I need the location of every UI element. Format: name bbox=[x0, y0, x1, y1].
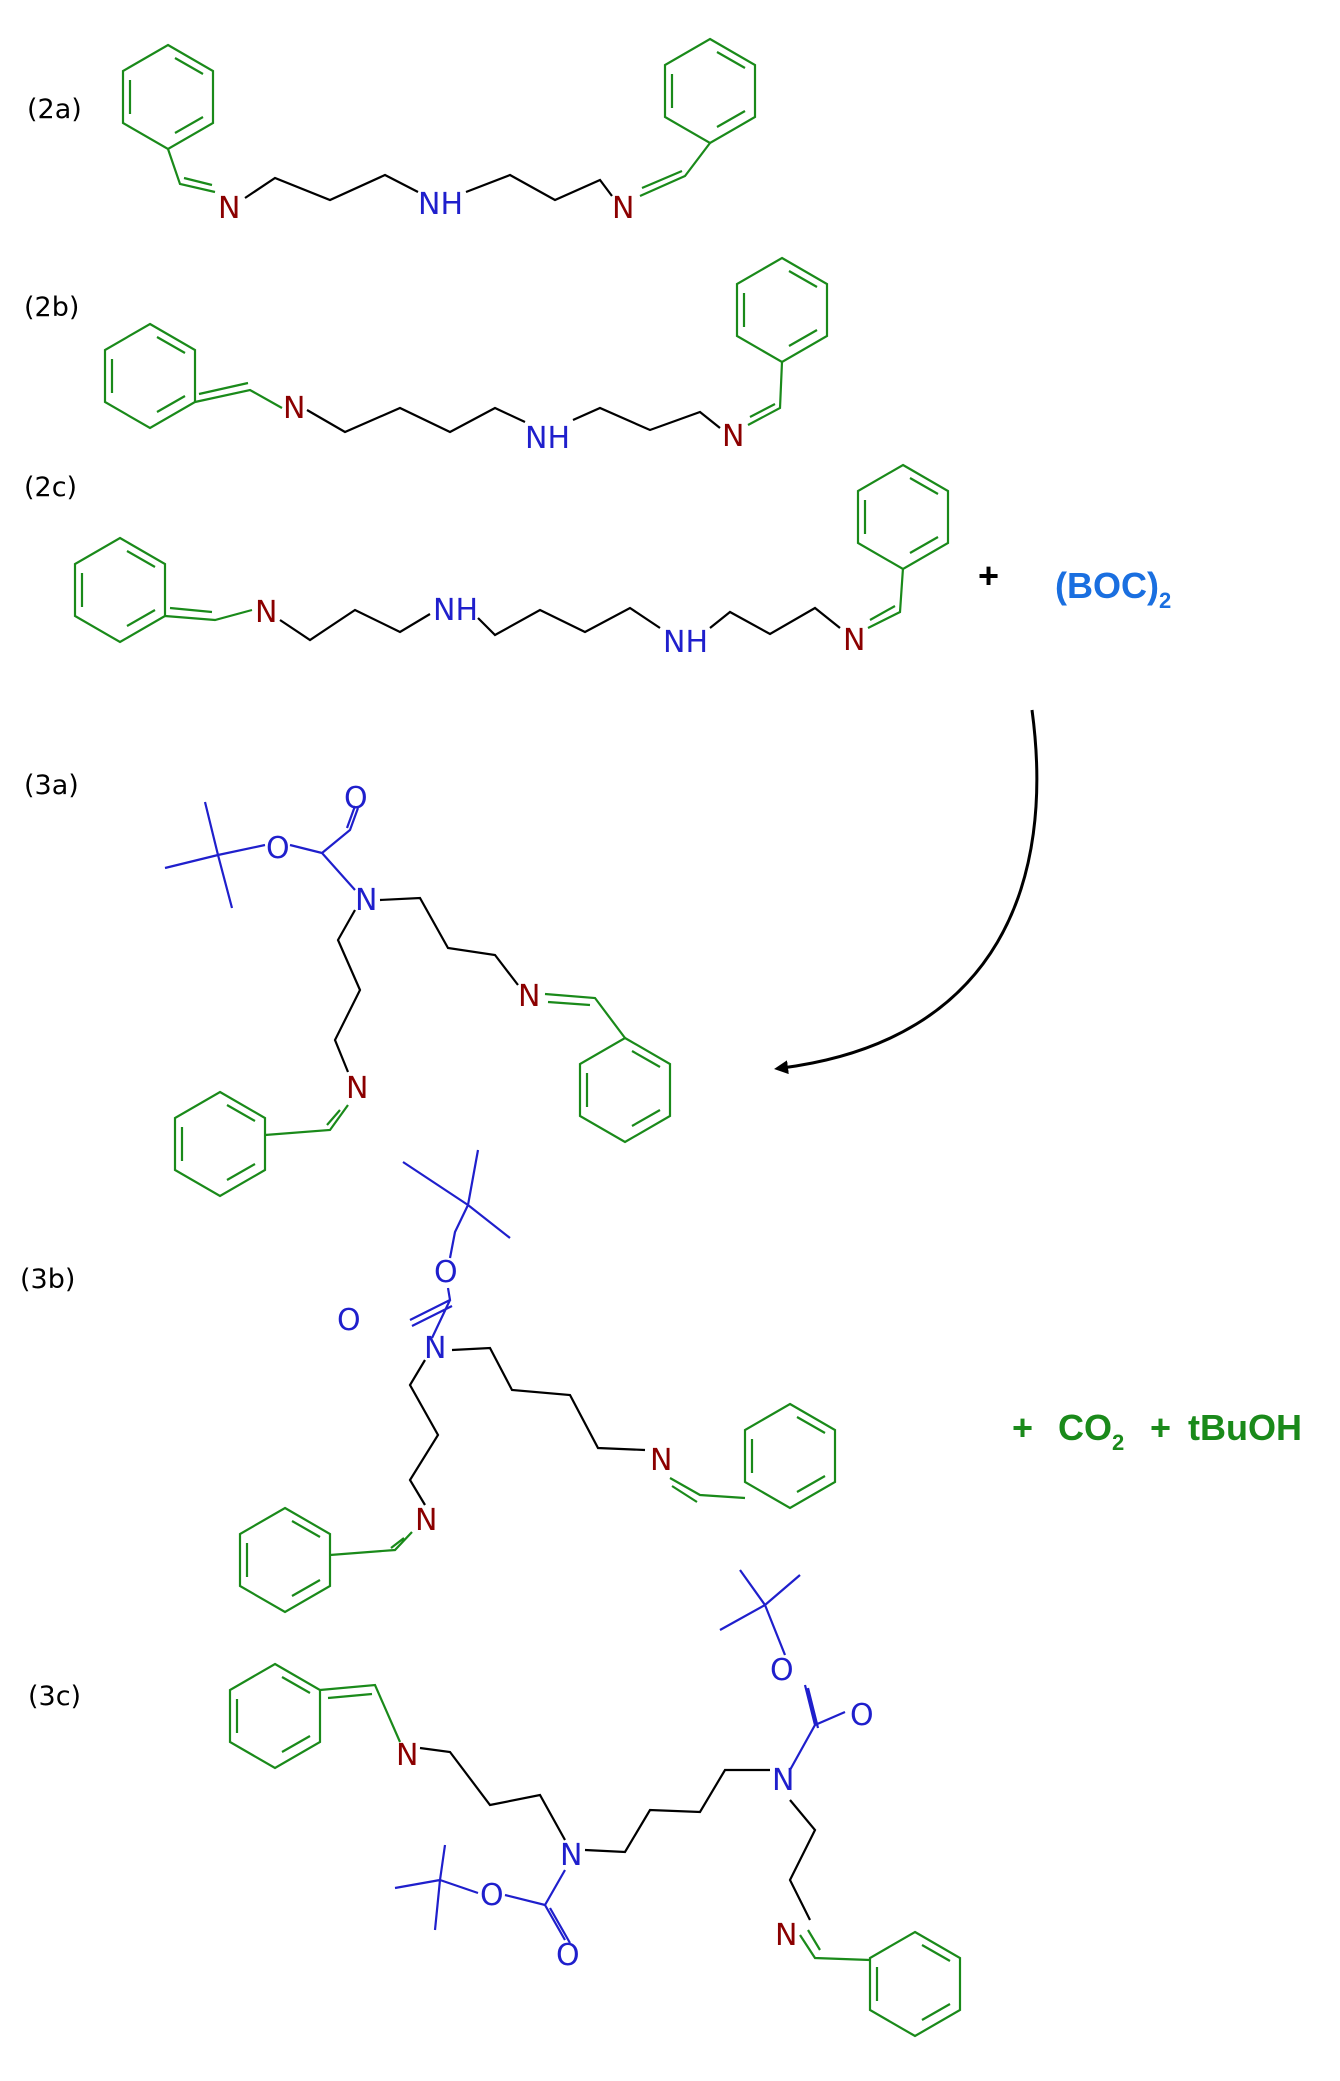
carbamate-n: N bbox=[355, 883, 377, 918]
imine-n: N bbox=[722, 419, 744, 454]
co2-label: CO2 bbox=[1058, 1407, 1124, 1455]
phenyl-ring bbox=[735, 256, 829, 364]
carbamate-n: N bbox=[560, 1838, 582, 1873]
amine-nh: NH bbox=[525, 421, 570, 456]
imine-n: N bbox=[775, 1918, 797, 1953]
ester-o: O bbox=[480, 1878, 504, 1913]
phenyl-ring bbox=[173, 1090, 267, 1198]
imine-n: N bbox=[218, 191, 240, 226]
molecule-3c: N N N N O O O O bbox=[228, 1569, 962, 2038]
plus-sign: + bbox=[978, 555, 999, 596]
imine-n: N bbox=[612, 191, 634, 226]
label-3c: (3c) bbox=[28, 1681, 81, 1712]
molecule-2a: N NH N bbox=[121, 37, 757, 226]
label-2c: (2c) bbox=[24, 472, 77, 503]
label-3a: (3a) bbox=[24, 770, 79, 801]
carbonyl-o: O bbox=[344, 781, 368, 816]
phenyl-ring bbox=[121, 43, 215, 151]
amine-nh: NH bbox=[663, 625, 708, 660]
ester-o: O bbox=[434, 1255, 458, 1290]
molecule-2b: N NH N bbox=[103, 256, 829, 456]
phenyl-ring bbox=[238, 1506, 332, 1614]
carbonyl-o: O bbox=[556, 1938, 580, 1973]
carbonyl-o: O bbox=[850, 1698, 874, 1733]
tbuoh-label: tBuOH bbox=[1188, 1407, 1302, 1448]
phenyl-ring bbox=[73, 536, 167, 644]
reaction-arrow bbox=[774, 709, 1039, 1075]
phenyl-ring bbox=[868, 1930, 962, 2038]
carbonyl-o: O bbox=[337, 1303, 361, 1338]
phenyl-ring bbox=[856, 463, 950, 571]
ester-o: O bbox=[770, 1653, 794, 1688]
molecule-2c: N NH NH N bbox=[73, 463, 950, 660]
phenyl-ring bbox=[103, 322, 197, 430]
byproduct-plus: + bbox=[1150, 1407, 1171, 1448]
ester-o: O bbox=[266, 831, 290, 866]
phenyl-ring bbox=[578, 1036, 672, 1144]
molecule-3a: O O N N N bbox=[164, 781, 672, 1198]
phenyl-ring bbox=[228, 1662, 322, 1770]
imine-n: N bbox=[283, 391, 305, 426]
molecule-3b: O O N N N bbox=[238, 1149, 837, 1614]
amine-nh: NH bbox=[418, 187, 463, 222]
label-2b: (2b) bbox=[24, 292, 79, 323]
carbamate-n: N bbox=[772, 1763, 794, 1798]
imine-n: N bbox=[415, 1503, 437, 1538]
imine-n: N bbox=[255, 595, 277, 630]
imine-n: N bbox=[518, 979, 540, 1014]
imine-n: N bbox=[346, 1071, 368, 1106]
phenyl-ring bbox=[663, 37, 757, 145]
label-2a: (2a) bbox=[27, 94, 82, 125]
boc-anhydride-label: (BOC)2 bbox=[1055, 565, 1171, 613]
byproduct-plus: + bbox=[1012, 1407, 1033, 1448]
carbamate-n: N bbox=[424, 1331, 446, 1366]
phenyl-ring bbox=[743, 1402, 837, 1510]
imine-n: N bbox=[650, 1443, 672, 1478]
imine-n: N bbox=[843, 623, 865, 658]
label-3b: (3b) bbox=[20, 1264, 75, 1295]
amine-nh: NH bbox=[433, 593, 478, 628]
imine-n: N bbox=[396, 1738, 418, 1773]
